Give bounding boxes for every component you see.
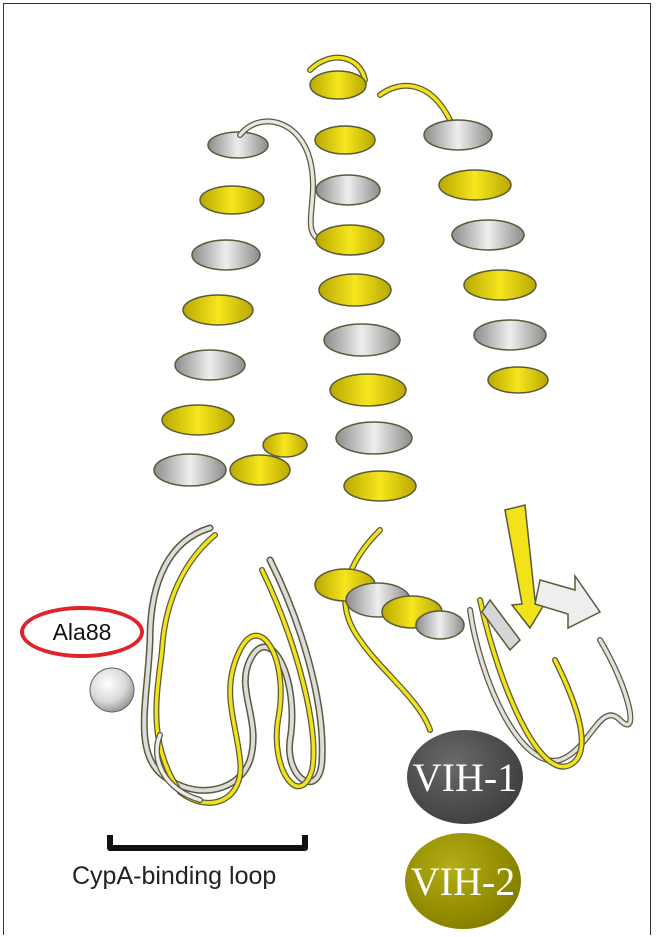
loop-bracket <box>110 835 305 848</box>
legend-vih2: VIH-2 <box>405 833 521 929</box>
ala88-label-text: Ala88 <box>53 619 112 646</box>
ala88-label: Ala88 <box>20 606 144 658</box>
legend-vih1-label: VIH-1 <box>413 754 517 801</box>
helix-1 <box>154 132 307 486</box>
helix-3 <box>424 120 548 393</box>
legend-vih1: VIH-1 <box>407 730 523 824</box>
legend-vih2-label: VIH-2 <box>411 858 515 905</box>
helix-4 <box>315 569 464 639</box>
ala88-sphere <box>90 668 134 712</box>
beta-sheet <box>482 505 600 650</box>
cypa-binding-loop <box>144 528 322 803</box>
cypa-loop-caption: CypA-binding loop <box>72 862 276 891</box>
c-terminal-loops <box>345 530 630 767</box>
helix-2 <box>310 71 416 501</box>
